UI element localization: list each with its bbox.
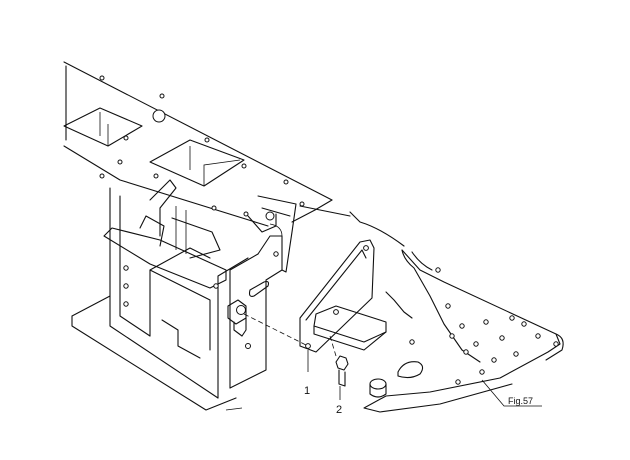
floor-plate [349,211,564,413]
bolt-part-2 [335,355,349,387]
support-pedestal [71,179,297,411]
mount-bolt [227,299,337,357]
figure-reference-label: Fig.57 [508,396,533,406]
leader-lines [307,350,542,407]
callout-label-2: 2 [336,404,342,416]
bracket-part-1 [299,239,387,353]
callout-label-1: 1 [304,385,310,397]
top-frame-plate [63,61,351,227]
